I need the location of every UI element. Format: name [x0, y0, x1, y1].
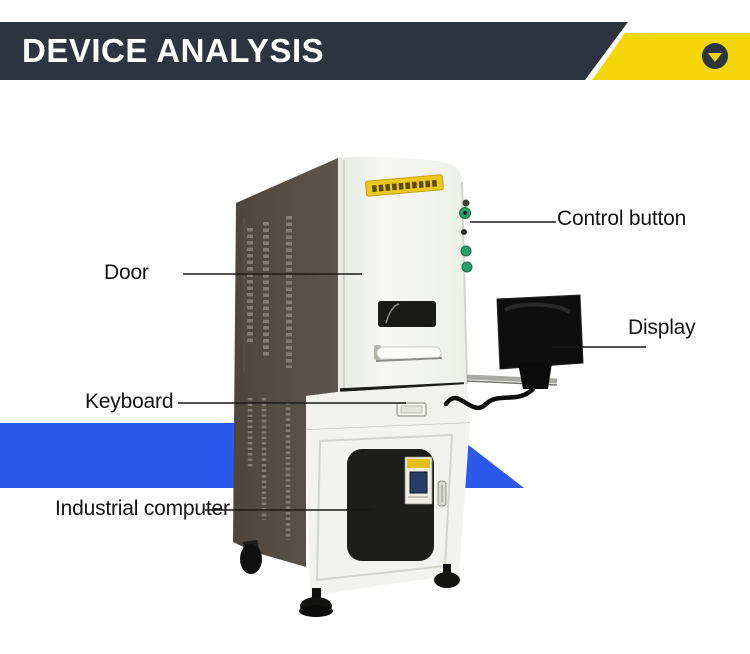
display-label: Display [628, 316, 696, 339]
door-window-reflection [385, 303, 400, 324]
header-bar: DEVICE ANALYSIS [0, 22, 628, 80]
door-right-edge [461, 181, 468, 385]
computer-window [347, 449, 434, 561]
keyboard-label: Keyboard [85, 390, 174, 413]
brand-sticker [365, 174, 444, 197]
door-label: Door [104, 261, 149, 284]
keyboard-drawer-handle [396, 402, 427, 417]
blue-band-right-triangle [462, 440, 524, 488]
door-window [378, 301, 436, 327]
door-handle [374, 345, 443, 362]
side-panel [233, 158, 338, 567]
lower-cabinet [306, 423, 470, 596]
door-bottom-shadow [339, 382, 465, 392]
triangle-down-icon [708, 52, 722, 62]
power-cable [443, 386, 536, 410]
callout-lines [178, 221, 646, 511]
leveling-foot-right [434, 564, 460, 588]
control-button-label: Control button [557, 207, 687, 230]
tray-bottom-line [305, 422, 471, 431]
industrial-computer-label: Industrial computer [55, 497, 230, 520]
display-reflection [504, 302, 572, 314]
side-vents [247, 216, 292, 540]
keyboard-tray [306, 384, 470, 430]
monitor-mount [518, 363, 552, 389]
leveling-foot-front [299, 588, 333, 617]
dropdown-button[interactable] [702, 43, 728, 69]
display-monitor [496, 294, 584, 370]
computer-sticker [404, 456, 433, 505]
door-panel [338, 156, 467, 392]
page-title: DEVICE ANALYSIS [22, 32, 325, 69]
cabinet-handle [437, 480, 447, 507]
control-buttons [459, 199, 473, 273]
caster-wheel [240, 539, 262, 574]
blue-band-left [0, 423, 306, 488]
monitor-arm [466, 374, 558, 386]
lower-door-outline [315, 433, 454, 582]
